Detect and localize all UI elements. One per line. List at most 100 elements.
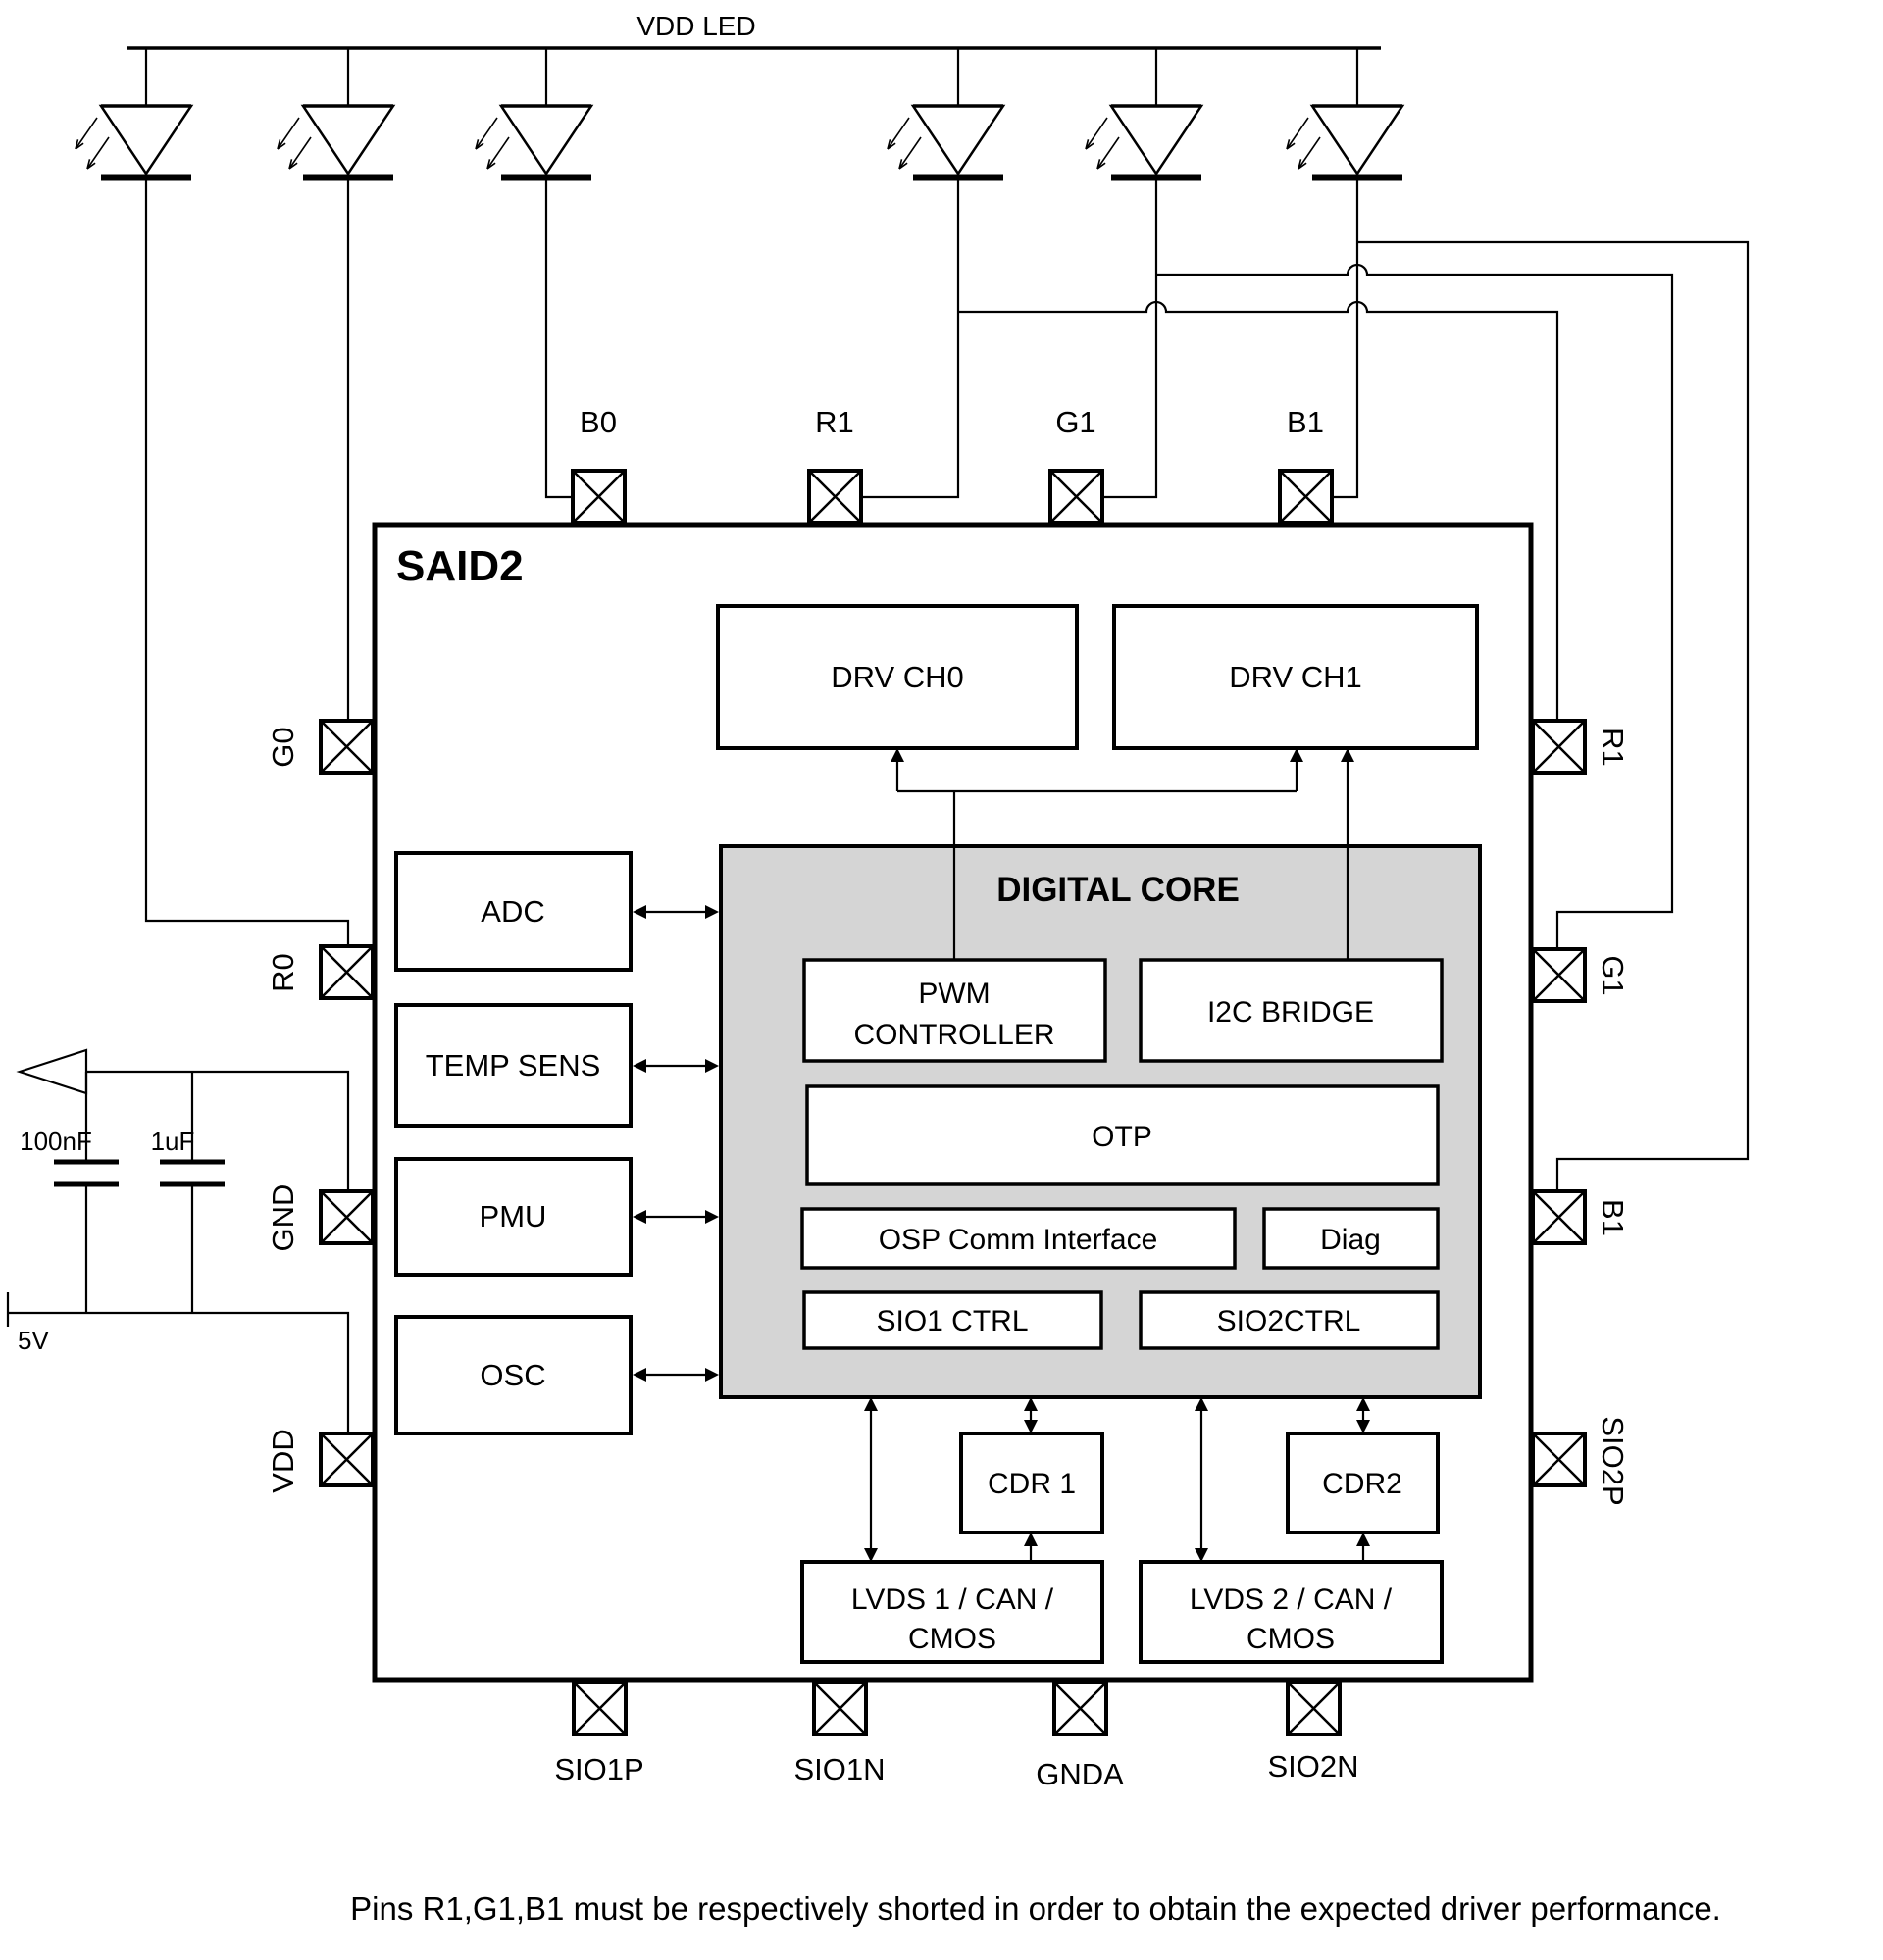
led4-icon xyxy=(887,48,1006,181)
arrowhead-icon xyxy=(1356,1533,1370,1546)
drv-ch0-block xyxy=(716,604,1079,750)
gnd-arrow-icon xyxy=(16,1048,88,1095)
cdr1-label: CDR 1 xyxy=(988,1468,1076,1500)
leds-layer xyxy=(75,48,1405,181)
wire-led5-to-g1-top xyxy=(1102,177,1158,499)
diag-block xyxy=(1262,1207,1440,1270)
arrowhead-icon xyxy=(705,1059,719,1073)
arrowhead-icon xyxy=(705,1210,719,1224)
i2c-bridge-label: I2C BRIDGE xyxy=(1207,996,1374,1029)
cap1-plates-icon xyxy=(54,1159,119,1187)
sio1-ctrl-label: SIO1 CTRL xyxy=(876,1305,1028,1337)
pin-top-r1-icon xyxy=(807,469,863,525)
pwm-controller-block xyxy=(802,958,1107,1063)
arrowhead-icon xyxy=(1195,1397,1208,1411)
wire-branch-to-b1-right xyxy=(1357,240,1750,1191)
lvds1-label-line1: LVDS 1 / CAN / xyxy=(851,1583,1054,1616)
arrowhead-icon xyxy=(1290,748,1303,762)
arrowhead-icon xyxy=(864,1397,878,1411)
adc-block xyxy=(394,851,633,972)
diag-label: Diag xyxy=(1320,1224,1381,1256)
otp-label: OTP xyxy=(1092,1121,1152,1153)
pwm-label-line1: PWM xyxy=(918,978,990,1010)
arrowhead-icon xyxy=(705,905,719,919)
otp-block xyxy=(805,1084,1440,1186)
arrowhead-icon xyxy=(1341,748,1354,762)
pin-label-top-b0: B0 xyxy=(580,405,617,439)
drv-ch1-block xyxy=(1112,604,1479,750)
pin-label-left-r0: R0 xyxy=(266,953,300,992)
arrowhead-icon xyxy=(1024,1533,1038,1546)
vdd-led-label: VDD LED xyxy=(636,11,755,41)
lvds2-block xyxy=(1139,1560,1444,1664)
i2c-bridge-block xyxy=(1139,958,1444,1063)
pin-label-bottom-gnda: GNDA xyxy=(1036,1757,1124,1791)
osp-comm-label: OSP Comm Interface xyxy=(879,1224,1158,1256)
wire-led3-to-b0 xyxy=(544,177,573,499)
pmu-block xyxy=(394,1157,633,1277)
digital-core-label: DIGITAL CORE xyxy=(996,871,1240,909)
arrowhead-icon xyxy=(633,1059,646,1073)
pin-bottom-gnda-icon xyxy=(1052,1681,1108,1736)
arrowhead-icon xyxy=(1195,1548,1208,1562)
lvds2-label-line2: CMOS xyxy=(1247,1623,1335,1655)
pin-label-right-r1: R1 xyxy=(1596,728,1630,767)
arrowhead-icon xyxy=(1356,1397,1370,1411)
wire-branch-to-g1-right xyxy=(1156,263,1674,949)
pin-right-g1-icon xyxy=(1531,947,1587,1003)
cap2-label: 1uF xyxy=(151,1127,195,1156)
osp-comm-block xyxy=(800,1207,1237,1270)
arrowhead-icon xyxy=(1024,1420,1038,1433)
pin-label-top-b1: B1 xyxy=(1287,405,1324,439)
pin-label-left-gnd: GND xyxy=(266,1184,300,1252)
pin-label-right-sio2p: SIO2P xyxy=(1596,1416,1630,1505)
led1-icon xyxy=(75,48,194,181)
drv-ch1-label: DRV CH1 xyxy=(1229,660,1362,694)
arrowhead-icon xyxy=(633,1368,646,1382)
wires xyxy=(6,46,1750,1433)
pins-layer xyxy=(319,469,1587,1736)
pin-top-g1-icon xyxy=(1048,469,1104,525)
cdr2-block xyxy=(1286,1432,1440,1534)
arrowhead-icon xyxy=(633,905,646,919)
lvds1-block xyxy=(800,1560,1104,1664)
sio2-ctrl-label: SIO2CTRL xyxy=(1217,1305,1361,1337)
supply-5v-label: 5V xyxy=(18,1326,49,1355)
pin-bottom-sio1n-icon xyxy=(812,1681,868,1736)
arrowhead-icon xyxy=(1024,1397,1038,1411)
cap1-label: 100nF xyxy=(20,1127,92,1156)
wire-led6-to-b1-top xyxy=(1332,177,1359,499)
osc-block xyxy=(394,1315,633,1435)
pin-right-sio2p-icon xyxy=(1531,1432,1587,1487)
pin-left-vdd-icon xyxy=(319,1432,375,1487)
arrowhead-icon xyxy=(864,1548,878,1562)
pin-right-b1-icon xyxy=(1531,1189,1587,1245)
adc-label: ADC xyxy=(481,894,544,929)
pin-top-b1-icon xyxy=(1278,469,1334,525)
temp-sens-block xyxy=(394,1003,633,1128)
pin-label-top-g1: G1 xyxy=(1055,405,1095,439)
wire-led4-to-r1-top xyxy=(861,177,960,499)
pin-bottom-sio1p-icon xyxy=(572,1681,628,1736)
arrowhead-icon xyxy=(1356,1420,1370,1433)
pin-bottom-sio2n-icon xyxy=(1286,1681,1342,1736)
drv-ch0-label: DRV CH0 xyxy=(831,660,964,694)
arrowheads xyxy=(633,748,1370,1562)
arrowhead-icon xyxy=(633,1210,646,1224)
pin-label-right-b1: B1 xyxy=(1596,1199,1630,1236)
pin-label-bottom-sio1n: SIO1N xyxy=(793,1752,885,1786)
pin-label-left-vdd: VDD xyxy=(266,1429,300,1492)
lvds1-label-line2: CMOS xyxy=(908,1623,996,1655)
arrowhead-icon xyxy=(891,748,904,762)
cdr1-block xyxy=(959,1432,1104,1534)
wire-branch-to-r1-right xyxy=(958,300,1559,721)
led3-icon xyxy=(475,48,594,181)
sio1-ctrl-block xyxy=(802,1290,1103,1350)
pin-left-g0-icon xyxy=(319,719,375,775)
wire-gnd-rail xyxy=(86,1070,350,1191)
cap2-plates-icon xyxy=(160,1159,225,1187)
internal-arrows xyxy=(644,753,1365,1562)
wire-led1-to-r0 xyxy=(144,177,350,946)
